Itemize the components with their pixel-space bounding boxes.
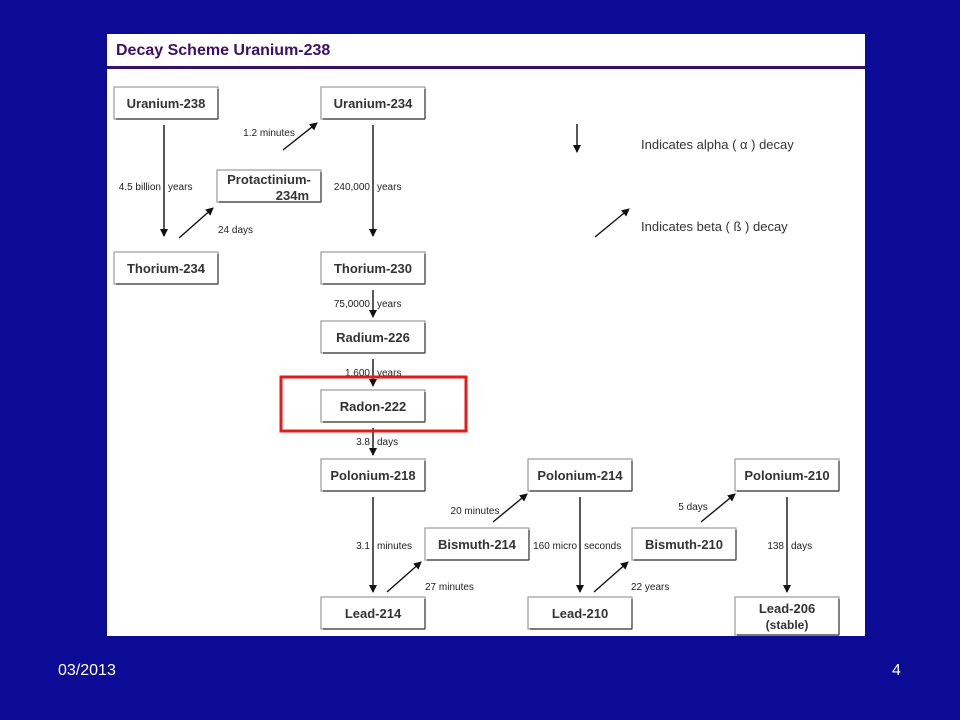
nuclide-label: Polonium-210 bbox=[744, 468, 829, 483]
nuclide-label: Radium-226 bbox=[336, 330, 410, 345]
decay-arrow-po218-pb214: 3.1 minutes bbox=[356, 497, 412, 593]
decay-arrow-bi210-po210: 5 days bbox=[678, 493, 736, 523]
half-life-unit: years bbox=[168, 182, 192, 193]
half-life-label: 24 days bbox=[218, 225, 253, 236]
figure-header: Decay Scheme Uranium-238 bbox=[107, 34, 865, 69]
nuclide-u238: Uranium-238 bbox=[113, 86, 219, 120]
nuclide-label: Uranium-234 bbox=[334, 96, 414, 111]
nuclide-label: Lead-206 bbox=[759, 601, 815, 616]
half-life-label: 75,0000 bbox=[334, 299, 371, 310]
nuclide-th230: Thorium-230 bbox=[320, 251, 426, 285]
half-life-unit: days bbox=[791, 541, 812, 552]
decay-arrow-u234-th230: 240,000 years bbox=[334, 125, 401, 237]
decay-scheme-figure: Decay Scheme Uranium-238 4.5 billion year… bbox=[107, 34, 865, 636]
half-life-label: 1,600 bbox=[345, 368, 370, 379]
nuclide-pb214: Lead-214 bbox=[320, 596, 426, 630]
half-life-label: 5 days bbox=[678, 502, 707, 513]
nuclide-label: Polonium-214 bbox=[537, 468, 623, 483]
nuclide-label: Bismuth-214 bbox=[438, 537, 517, 552]
legend-beta-label: Indicates beta ( ß ) decay bbox=[641, 219, 788, 234]
nuclide-ra226: Radium-226 bbox=[320, 320, 426, 354]
nuclide-po210: Polonium-210 bbox=[734, 458, 840, 492]
nuclide-label: Lead-210 bbox=[552, 606, 608, 621]
nuclide-u234: Uranium-234 bbox=[320, 86, 426, 120]
nuclide-pb206: Lead-206 (stable) bbox=[734, 596, 840, 636]
decay-arrow-u238-th234: 4.5 billion years bbox=[119, 125, 192, 237]
decay-arrow-th230-ra226: 75,0000 years bbox=[334, 290, 401, 318]
decay-arrow-ra226-rn222: 1,600 years bbox=[345, 359, 401, 387]
nuclide-rn222: Radon-222 bbox=[279, 375, 468, 433]
half-life-label: 27 minutes bbox=[425, 582, 474, 593]
highlight-box bbox=[279, 375, 468, 433]
decay-arrow-th234-pa234m: 24 days bbox=[178, 207, 253, 239]
decay-arrow-po210-pb206: 138 days bbox=[767, 497, 812, 593]
half-life-unit: seconds bbox=[584, 541, 621, 552]
decay-arrow-pb214-bi214: 27 minutes bbox=[386, 561, 474, 593]
figure-title: Decay Scheme Uranium-238 bbox=[116, 42, 331, 59]
nuclide-label-cont: 234m bbox=[276, 188, 309, 203]
nuclide-th234: Thorium-234 bbox=[113, 251, 219, 285]
decay-arrow-pa234m-u234: 1.2 minutes bbox=[243, 122, 318, 151]
nuclide-sublabel: (stable) bbox=[766, 618, 809, 632]
legend-alpha: Indicates alpha ( α ) decay bbox=[573, 124, 794, 153]
half-life-label: 22 years bbox=[631, 582, 669, 593]
half-life-label: 138 bbox=[767, 541, 784, 552]
decay-arrow-po214-pb210: 160 micro seconds bbox=[533, 497, 621, 593]
nuclide-label: Protactinium- bbox=[227, 172, 311, 187]
nuclide-pb210: Lead-210 bbox=[527, 596, 633, 630]
decay-diagram: 4.5 billion years 24 days 1.2 minutes 240,00… bbox=[113, 86, 840, 636]
half-life-label: 4.5 billion bbox=[119, 182, 161, 193]
nuclide-label: Radon-222 bbox=[340, 399, 406, 414]
beta-arrow-icon bbox=[594, 208, 630, 238]
nuclide-pa234m: Protactinium-234m bbox=[216, 169, 322, 203]
page-number: 4 bbox=[892, 662, 901, 679]
nuclide-label: Thorium-230 bbox=[334, 261, 412, 276]
half-life-label: 240,000 bbox=[334, 182, 371, 193]
nuclide-label: Lead-214 bbox=[345, 606, 402, 621]
nuclide-label: Polonium-218 bbox=[330, 468, 415, 483]
nuclide-po214: Polonium-214 bbox=[527, 458, 633, 492]
footer-date: 03/2013 bbox=[58, 662, 116, 679]
half-life-label: 3.8 bbox=[356, 437, 370, 448]
half-life-unit: days bbox=[377, 437, 398, 448]
half-life-label: 160 micro bbox=[533, 541, 577, 552]
nuclide-label: Bismuth-210 bbox=[645, 537, 723, 552]
nuclide-po218: Polonium-218 bbox=[320, 458, 426, 492]
nuclide-bi210: Bismuth-210 bbox=[631, 527, 737, 561]
half-life-label: 1.2 minutes bbox=[243, 128, 295, 139]
half-life-label: 3.1 bbox=[356, 541, 370, 552]
legend-alpha-label: Indicates alpha ( α ) decay bbox=[641, 137, 794, 152]
half-life-label: 20 minutes bbox=[451, 506, 500, 517]
nuclide-label: Thorium-234 bbox=[127, 261, 206, 276]
decay-arrow-pb210-bi210: 22 years bbox=[593, 561, 669, 593]
half-life-unit: years bbox=[377, 368, 401, 379]
half-life-unit: years bbox=[377, 299, 401, 310]
nuclide-bi214: Bismuth-214 bbox=[424, 527, 530, 561]
decay-arrow-bi214-po214: 20 minutes bbox=[451, 493, 528, 523]
half-life-unit: minutes bbox=[377, 541, 412, 552]
half-life-unit: years bbox=[377, 182, 401, 193]
nuclide-label: Uranium-238 bbox=[127, 96, 206, 111]
legend-beta: Indicates beta ( ß ) decay bbox=[594, 208, 788, 238]
